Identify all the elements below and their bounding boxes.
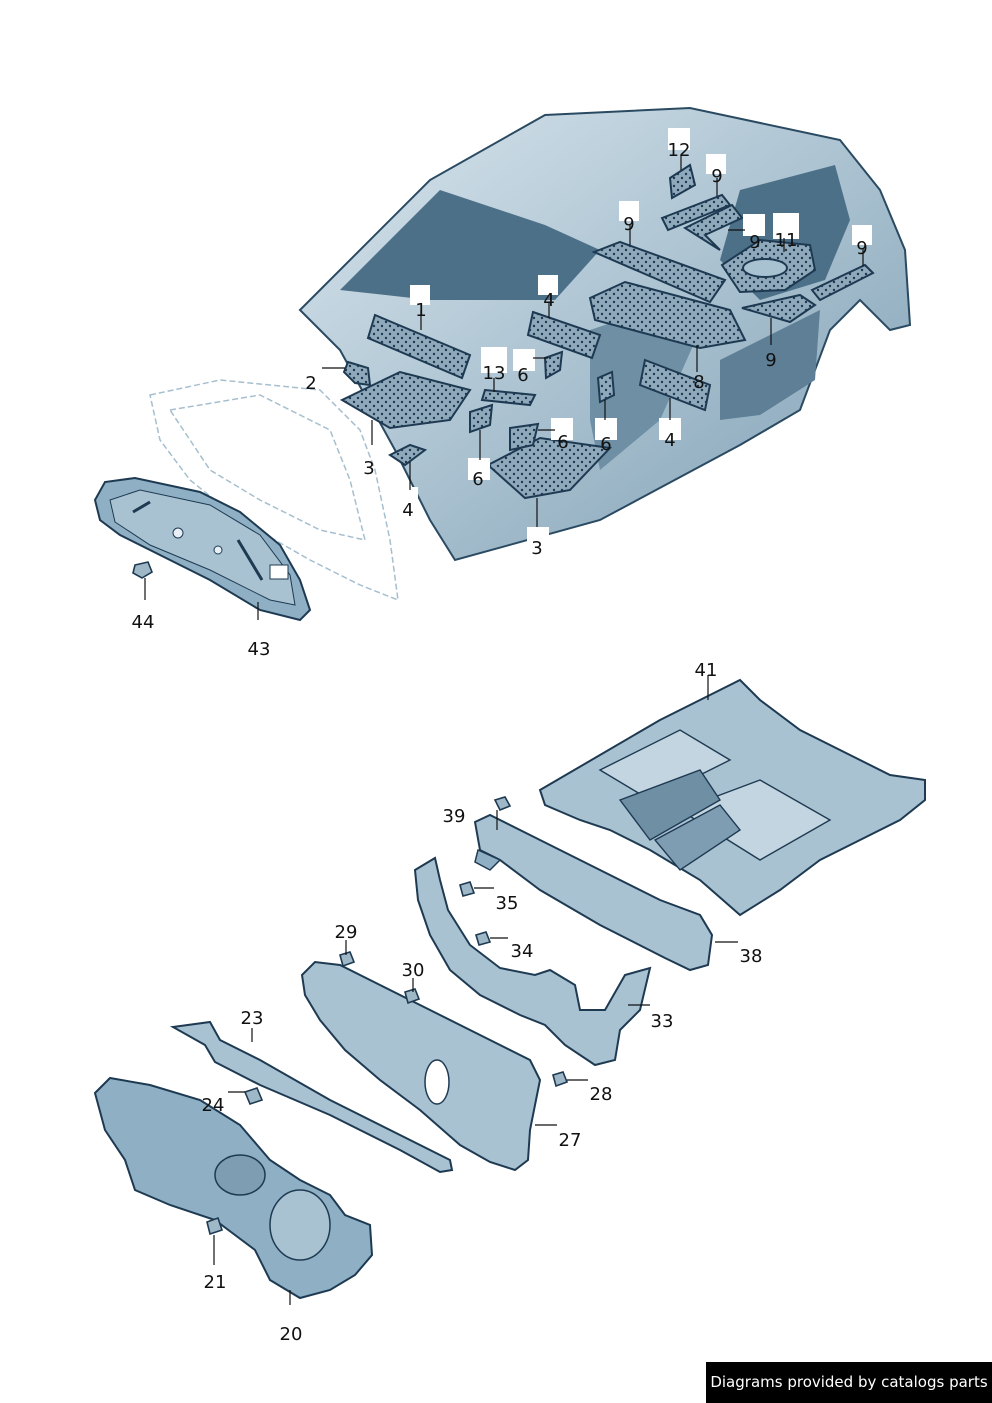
pad-6a bbox=[543, 350, 564, 380]
callout-4-mid: 4 bbox=[543, 290, 554, 311]
callout-9-b: 9 bbox=[711, 166, 722, 187]
credit-banner: Diagrams provided by catalogs parts bbox=[706, 1362, 992, 1403]
callout-27: 27 bbox=[559, 1130, 582, 1151]
callout-33: 33 bbox=[651, 1011, 674, 1032]
pad-12 bbox=[668, 163, 697, 200]
callout-9-a: 9 bbox=[623, 214, 634, 235]
callout-28: 28 bbox=[590, 1084, 613, 1105]
callout-9-e: 9 bbox=[856, 238, 867, 259]
pad-4-rear bbox=[638, 358, 712, 412]
callout-8: 8 bbox=[693, 372, 704, 393]
hood-outline bbox=[149, 379, 399, 602]
hood-inner-outline bbox=[168, 394, 367, 541]
clip-30 bbox=[404, 988, 421, 1005]
pad-8 bbox=[588, 280, 747, 350]
insulation-33 bbox=[413, 856, 652, 1067]
callout-3-rear: 3 bbox=[531, 538, 542, 559]
callout-9-c: 9 bbox=[749, 232, 760, 253]
callout-6-c: 6 bbox=[557, 432, 568, 453]
pad-4-mid bbox=[526, 310, 602, 360]
insulation-pads bbox=[339, 163, 875, 500]
callout-6-a: 6 bbox=[517, 365, 528, 386]
pad-6b bbox=[469, 403, 494, 434]
pad-9e bbox=[810, 263, 875, 302]
pad-4-small bbox=[388, 443, 428, 467]
callout-20: 20 bbox=[280, 1324, 303, 1345]
label-boxes bbox=[398, 128, 872, 549]
callout-35: 35 bbox=[496, 893, 519, 914]
callout-44: 44 bbox=[132, 612, 155, 633]
callout-4-rear: 4 bbox=[664, 430, 675, 451]
floor-carpet-41 bbox=[538, 678, 926, 917]
callout-23: 23 bbox=[241, 1008, 264, 1029]
pad-3-front bbox=[339, 370, 472, 430]
insulation-38 bbox=[473, 813, 714, 972]
callout-38: 38 bbox=[740, 946, 763, 967]
callout-24: 24 bbox=[202, 1095, 225, 1116]
clip-34 bbox=[475, 931, 492, 946]
hood-insulation-43 bbox=[93, 476, 312, 622]
callout-4-front: 4 bbox=[402, 500, 413, 521]
callout-numbers: 1 2 3 3 4 4 4 6 6 6 6 8 9 9 9 9 9 11 12 … bbox=[132, 140, 868, 1345]
callout-34: 34 bbox=[511, 941, 534, 962]
callout-9-d: 9 bbox=[765, 350, 776, 371]
callout-1: 1 bbox=[415, 300, 426, 321]
callout-12: 12 bbox=[668, 140, 691, 161]
insulation-27 bbox=[300, 960, 542, 1172]
callout-41: 41 bbox=[695, 660, 718, 681]
clip-39 bbox=[493, 796, 512, 812]
callout-21: 21 bbox=[204, 1272, 227, 1293]
callout-43: 43 bbox=[248, 639, 271, 660]
clip-44 bbox=[132, 561, 153, 579]
pad-6c bbox=[509, 422, 540, 452]
callout-30: 30 bbox=[402, 960, 425, 981]
pad-1 bbox=[366, 313, 472, 380]
strip-23 bbox=[169, 1020, 454, 1174]
leader-lines bbox=[144, 156, 864, 1305]
callout-13: 13 bbox=[483, 363, 506, 384]
clip-29 bbox=[339, 951, 356, 968]
callout-29: 29 bbox=[335, 922, 358, 943]
callout-3-front: 3 bbox=[363, 458, 374, 479]
pad-9d bbox=[741, 293, 817, 324]
callout-39: 39 bbox=[443, 806, 466, 827]
pad-9a bbox=[591, 240, 727, 304]
clip-28 bbox=[552, 1071, 569, 1088]
pad-6d bbox=[596, 370, 616, 404]
pad-2 bbox=[342, 360, 372, 387]
clip-35 bbox=[459, 881, 476, 897]
pad-9c bbox=[682, 203, 744, 251]
pad-13 bbox=[480, 388, 537, 407]
clip-24 bbox=[243, 1087, 264, 1105]
clip-21 bbox=[206, 1216, 224, 1236]
callout-6-b: 6 bbox=[472, 469, 483, 490]
dash-insulation-20 bbox=[93, 1076, 374, 1300]
callout-2: 2 bbox=[305, 373, 316, 394]
callout-6-d: 6 bbox=[600, 434, 611, 455]
callout-11: 11 bbox=[775, 230, 798, 251]
